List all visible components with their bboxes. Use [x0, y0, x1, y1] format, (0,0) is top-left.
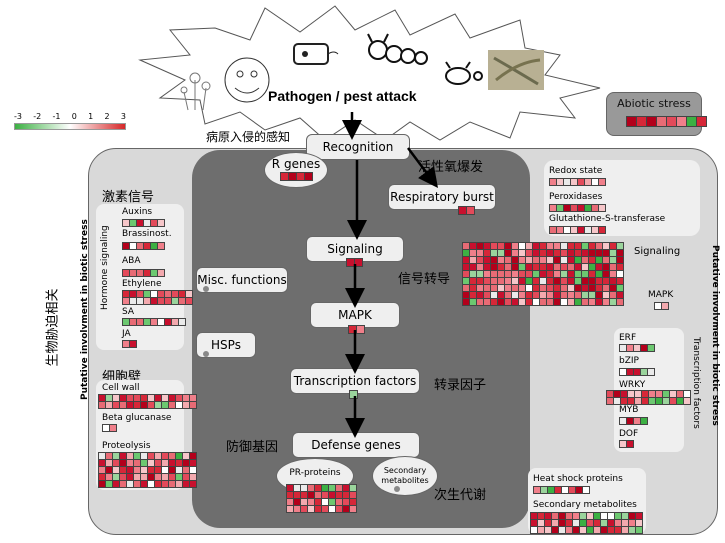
heatmap-aba [122, 269, 165, 277]
redox-label: Redox state [549, 166, 603, 176]
fungus-monster-icon [224, 57, 270, 103]
heatmap-ja [122, 340, 137, 348]
secmet-label: Secondary metabolites [533, 500, 637, 510]
beta-glucanase-label: Beta glucanase [102, 413, 172, 423]
secondary-cn-label: 次生代谢 [434, 488, 487, 503]
heatmap-signaling-core [346, 258, 363, 267]
recognition-box: Recognition [306, 134, 410, 160]
secondary-metabolites-label: Secondary metabolites [381, 466, 429, 485]
abiotic-stress-box: Abiotic stress [606, 92, 702, 136]
tf-wrky: WRKY [619, 380, 646, 390]
heatmap-beta-glucanase [102, 424, 117, 432]
heatmap-mapk [654, 302, 669, 310]
aphid-icon [445, 61, 483, 85]
tf-dof: DOF [619, 429, 639, 439]
heatmap-dof [619, 440, 634, 448]
proteolysis-label: Proteolysis [102, 441, 151, 451]
bacterium-icon [293, 43, 339, 65]
ros-cn-label: 活性氧爆发 [418, 160, 484, 175]
biotic-cn-label: 生物胁迫相关 [45, 288, 61, 367]
right-side-label: Putative involvment in biotic stress [710, 245, 720, 426]
heatmap-respiratory-burst [458, 206, 475, 215]
heatmap-peroxidases [549, 204, 606, 212]
tf-erf: ERF [619, 333, 637, 343]
heatmap-myb [619, 417, 648, 425]
attack-title: Pathogen / pest attack [268, 88, 417, 104]
mapk-right-label: MAPK [648, 290, 674, 300]
heatmap-sa [122, 318, 186, 326]
r-genes-label: R genes [271, 157, 321, 171]
hormone-auxins: Auxins [122, 207, 153, 217]
legend-tick: 3 [120, 112, 126, 121]
hormone-aba: ABA [122, 256, 141, 266]
signaling-box: Signaling [306, 236, 404, 262]
abiotic-stress-label: Abiotic stress [617, 97, 691, 110]
hormone-brassinost: Brassinost. [122, 229, 172, 239]
heatmap-secondary-metabolites [530, 512, 643, 534]
hormone-ja: JA [122, 329, 131, 339]
heatmap-pr-proteins [286, 484, 357, 513]
heatmap-tf-core [349, 390, 358, 399]
heatmap-signaling [462, 242, 624, 306]
tf-myb: MYB [619, 405, 639, 415]
heatmap-wrky [606, 390, 691, 405]
attack-cloud [138, 5, 601, 141]
legend-tick: 2 [104, 112, 110, 121]
hsps-dot [203, 351, 209, 357]
signal-cn-label: 信号转导 [398, 272, 451, 287]
hormone-sa: SA [122, 307, 135, 317]
signaling-right-label: Signaling [634, 246, 681, 257]
heatmap-mapk-core [348, 325, 365, 334]
peroxidases-label: Peroxidases [549, 192, 603, 202]
heatmap-auxins [122, 219, 165, 227]
hsp-label: Heat shock proteins [533, 474, 623, 484]
secondary-metabolites-oval: Secondary metabolites [372, 456, 438, 496]
heatmap-ethylene [122, 290, 193, 305]
misc-dot [203, 286, 209, 292]
legend-tick: 0 [71, 112, 77, 121]
heatmap-hsp [533, 486, 590, 494]
heatmap-brassinost [122, 242, 165, 250]
hormone-ethylene: Ethylene [122, 279, 162, 289]
legend-tick: 1 [88, 112, 94, 121]
plant-icon [180, 72, 211, 111]
tf-vertical-label: Transcription factors [691, 337, 701, 429]
caterpillar-icon [367, 33, 428, 65]
redox-panel [544, 160, 700, 236]
heatmap-proteolysis [98, 452, 197, 488]
respiratory-burst-box: Respiratory burst [388, 184, 496, 210]
heatmap-gst [549, 226, 606, 234]
heatmap-redox [549, 178, 606, 186]
tf-bzip: bZIP [619, 356, 639, 366]
secondary-dot [394, 486, 400, 492]
heatmap-bzip [619, 368, 655, 376]
cell-wall-label: Cell wall [102, 383, 140, 393]
heatmap-cell-wall [98, 394, 197, 409]
heatmap-r-genes [280, 172, 313, 181]
legend-tick: -1 [52, 112, 61, 121]
misc-functions-box: Misc. functions [196, 267, 288, 293]
heatmap-erf [619, 344, 655, 352]
legend-ticks: -3 -2 -1 0 1 2 3 [14, 112, 126, 121]
defense-cn-label: 防御基因 [226, 440, 279, 455]
defense-genes-box: Defense genes [292, 432, 420, 458]
tf-cn-label: 转录因子 [434, 378, 487, 393]
legend-bar [14, 123, 126, 130]
legend-tick: -3 [14, 112, 22, 121]
perception-cn-label: 病原入侵的感知 [206, 130, 291, 144]
r-genes-oval: R genes [264, 152, 328, 188]
hormone-vertical-label: Hormone signaling [100, 225, 110, 310]
hormone-cn-label: 激素信号 [102, 190, 155, 205]
heatmap-abiotic [626, 116, 707, 127]
pr-proteins-label: PR-proteins [289, 468, 341, 478]
nematode-photo-icon [488, 50, 544, 90]
color-legend: -3 -2 -1 0 1 2 3 [14, 112, 126, 130]
legend-tick: -2 [33, 112, 42, 121]
gst-label: Glutathione-S-transferase [549, 214, 666, 224]
left-side-label: Putative involvment in biotic stress [80, 219, 90, 400]
